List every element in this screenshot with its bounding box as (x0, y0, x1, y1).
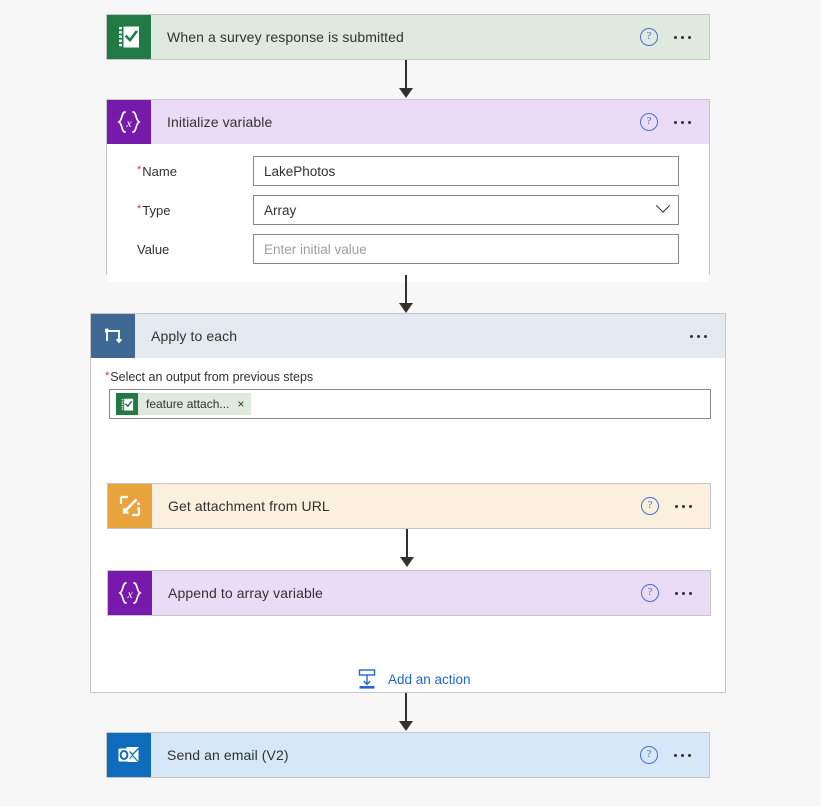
card-header-actions: ? (640, 28, 709, 46)
field-row-name: *Name LakePhotos (123, 156, 693, 186)
http-convert-icon (108, 484, 152, 528)
scope-body: *Select an output from previous steps fe… (91, 358, 725, 693)
connector-line (406, 529, 408, 558)
card-header-actions: ? (640, 113, 709, 131)
action-card-initialize-variable[interactable]: x Initialize variable ? *Name LakePhotos… (106, 99, 710, 282)
output-selector-label: *Select an output from previous steps (91, 358, 725, 389)
microsoft-forms-icon (116, 393, 138, 415)
outlook-icon (107, 733, 151, 777)
connector-arrow (395, 529, 419, 567)
more-commands-icon[interactable] (672, 115, 693, 130)
more-commands-icon[interactable] (673, 499, 694, 514)
scope-header-actions (688, 329, 725, 344)
card-title: Send an email (V2) (167, 747, 289, 763)
more-commands-icon[interactable] (672, 30, 693, 45)
token-label: feature attach... (146, 397, 230, 411)
connector-arrowhead (400, 557, 414, 567)
more-commands-icon[interactable] (688, 329, 709, 344)
variable-braces-icon: x (107, 100, 151, 144)
connector-line (405, 275, 407, 304)
required-asterisk: * (137, 163, 142, 176)
help-icon[interactable]: ? (640, 113, 658, 131)
field-label-text: Value (137, 241, 170, 257)
svg-text:x: x (125, 116, 132, 130)
connector-arrow (394, 60, 418, 98)
card-body: *Name LakePhotos *Type Array Value Enter… (107, 144, 709, 282)
field-label-type: *Type (123, 203, 253, 218)
more-commands-icon[interactable] (672, 748, 693, 763)
scope-apply-to-each[interactable]: Apply to each *Select an output from pre… (90, 313, 726, 693)
field-label-text: Type (142, 202, 171, 218)
card-header: When a survey response is submitted ? (107, 15, 709, 59)
field-label-text: Name (142, 163, 177, 179)
variable-type-value: Array (264, 202, 297, 218)
card-header: x Append to array variable ? (108, 571, 710, 615)
help-icon[interactable]: ? (640, 28, 658, 46)
field-row-value: Value Enter initial value (123, 234, 693, 264)
required-asterisk: * (137, 202, 142, 215)
output-selector-label-text: Select an output from previous steps (110, 370, 314, 384)
action-card-append-to-array-variable[interactable]: x Append to array variable ? (107, 570, 711, 616)
variable-type-select[interactable]: Array (253, 195, 679, 225)
dynamic-content-token[interactable]: feature attach... × (116, 393, 252, 415)
help-icon[interactable]: ? (641, 497, 659, 515)
connector-arrow (394, 693, 418, 731)
close-icon[interactable]: × (237, 397, 245, 411)
card-header: Send an email (V2) ? (107, 733, 709, 777)
card-title: Append to array variable (168, 585, 323, 601)
variable-name-input[interactable]: LakePhotos (253, 156, 679, 186)
variable-braces-icon: x (108, 571, 152, 615)
field-label-name: *Name (123, 164, 253, 179)
connector-arrow (394, 275, 418, 313)
help-icon[interactable]: ? (640, 746, 658, 764)
field-label-value: Value (123, 242, 253, 257)
card-title: When a survey response is submitted (167, 29, 404, 45)
help-icon[interactable]: ? (641, 584, 659, 602)
scope-title: Apply to each (151, 328, 238, 344)
connector-arrowhead (399, 88, 413, 98)
svg-text:x: x (126, 587, 133, 601)
connector-line (405, 60, 407, 89)
card-header[interactable]: x Initialize variable ? (107, 100, 709, 144)
more-commands-icon[interactable] (673, 586, 694, 601)
card-title: Get attachment from URL (168, 498, 330, 514)
required-asterisk: * (105, 370, 110, 382)
connector-arrowhead (399, 303, 413, 313)
action-card-send-an-email[interactable]: Send an email (V2) ? (106, 732, 710, 778)
chevron-down-icon (655, 198, 671, 213)
variable-value-input[interactable]: Enter initial value (253, 234, 679, 264)
field-row-type: *Type Array (123, 195, 693, 225)
add-an-action-label: Add an action (388, 671, 471, 687)
add-action-icon (356, 668, 378, 690)
card-header-actions: ? (640, 746, 709, 764)
scope-header[interactable]: Apply to each (91, 314, 725, 358)
add-an-action-button[interactable]: Add an action (356, 668, 471, 690)
action-card-get-attachment-from-url[interactable]: Get attachment from URL ? (107, 483, 711, 529)
connector-arrowhead (399, 721, 413, 731)
connector-line (405, 693, 407, 722)
trigger-card-survey-response[interactable]: When a survey response is submitted ? (106, 14, 710, 60)
card-header-actions: ? (641, 497, 710, 515)
card-header-actions: ? (641, 584, 710, 602)
output-selector-input[interactable]: feature attach... × (109, 389, 711, 419)
card-header: Get attachment from URL ? (108, 484, 710, 528)
microsoft-forms-icon (107, 15, 151, 59)
card-title: Initialize variable (167, 114, 273, 130)
loop-icon (91, 314, 135, 358)
